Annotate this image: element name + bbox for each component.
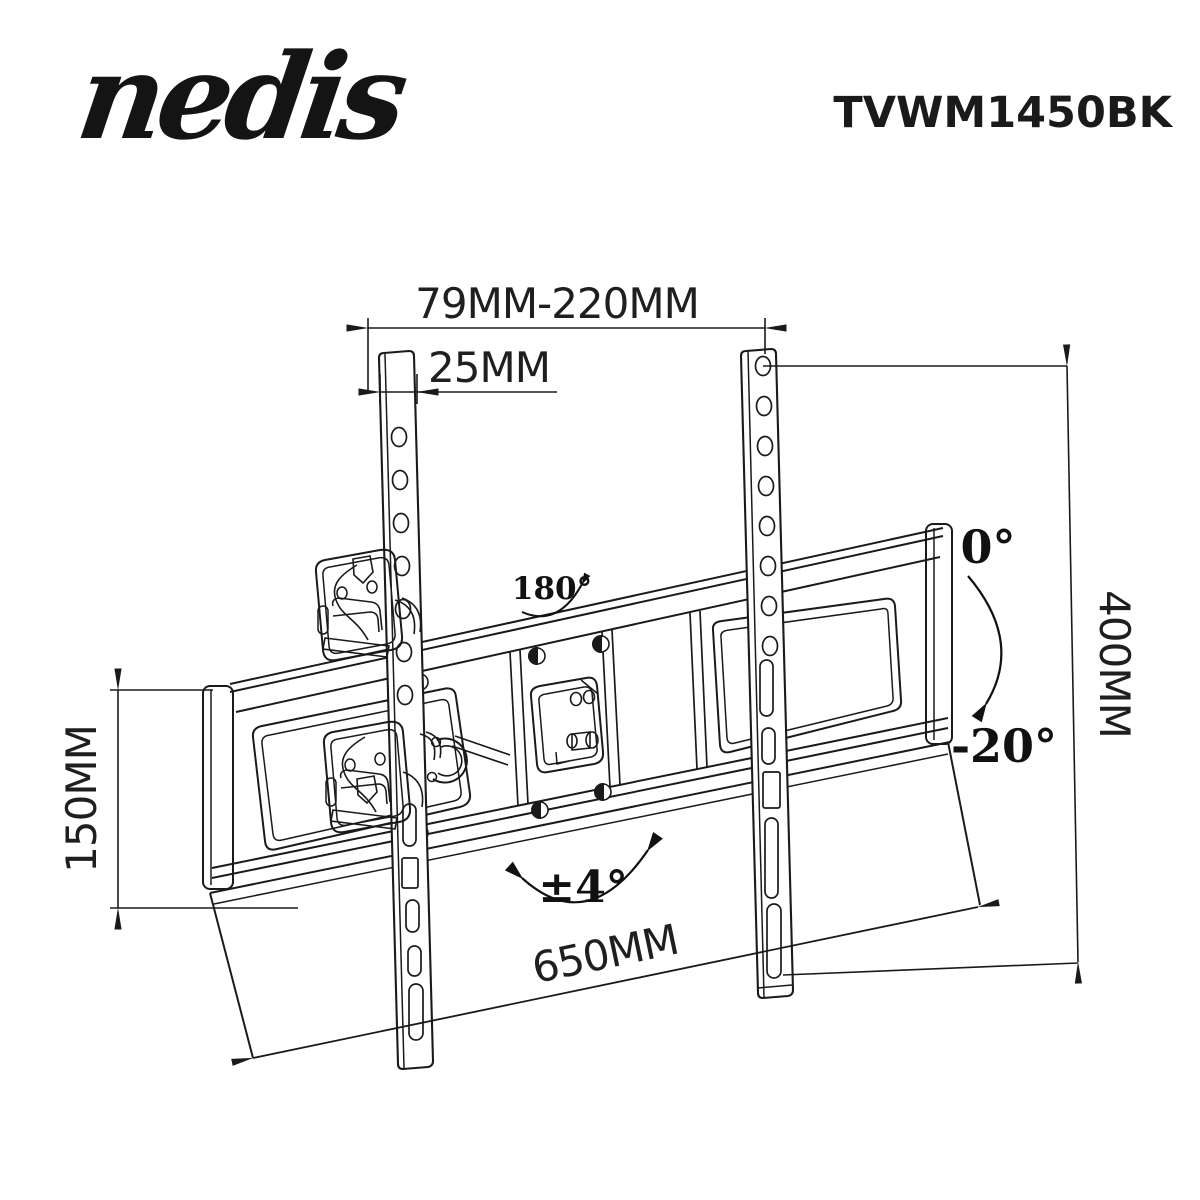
flap-left-edge — [209, 892, 254, 1059]
dim-wall-profile-label: 25MM — [428, 343, 550, 392]
right-tv-rail — [739, 347, 795, 1000]
annotation-level-angle: ±4° — [504, 831, 663, 913]
tilt-arc — [967, 575, 1003, 723]
tilt-up-label: 0° — [960, 520, 1015, 574]
swivel-arc — [521, 572, 591, 618]
wall-plate — [202, 523, 953, 890]
dim-extension-range-label: 79MM-220MM — [415, 279, 699, 328]
tilt-down-label: -20° — [951, 719, 1057, 773]
hinge-strap — [341, 736, 377, 813]
plate-right-cutout-inner — [720, 607, 894, 745]
plate-left-cap — [202, 685, 234, 890]
brand-logo: nedis — [70, 28, 414, 166]
hinge-strap — [333, 564, 369, 641]
upper-tilt-hinge — [314, 548, 422, 662]
hinge-lock-tab — [356, 775, 378, 805]
right-rail-flange — [747, 350, 765, 998]
hinge-slot — [325, 777, 337, 807]
dimension-bracket-width: 650MM — [231, 899, 1000, 1066]
dim-bracket-height-label: 400MM — [1090, 590, 1139, 738]
flap-top-edge — [209, 741, 951, 894]
dimension-plate-height: 150MM — [57, 668, 298, 930]
dimension-extension-range: 79MM-220MM — [346, 279, 787, 394]
cable-clip — [426, 736, 468, 784]
product-code: TVWM1450BK — [833, 88, 1173, 138]
plate-top-band-bottom — [235, 556, 941, 713]
hinge-slot — [317, 605, 329, 635]
lower-tilt-hinge — [322, 720, 442, 834]
left-tv-rail — [377, 349, 435, 1071]
annotation-swivel-angle: 180° — [512, 571, 592, 618]
plate-left-cutout — [251, 687, 472, 851]
plate-left-cutout-inner — [261, 698, 462, 842]
annotation-tilt-angles: 0° -20° — [951, 520, 1057, 773]
dim-bracket-width-label: 650MM — [528, 915, 683, 993]
dimension-wall-profile: 25MM — [358, 343, 557, 404]
right-rail-holes — [754, 355, 782, 979]
plate-bottom-band-inner — [211, 727, 949, 879]
level-adjust-arc — [504, 831, 663, 904]
hinge-lock-tab — [352, 555, 374, 585]
plate-center-posts — [451, 610, 708, 807]
dimension-bracket-height: 400MM — [763, 344, 1139, 984]
center-spacer-bracket — [529, 676, 605, 774]
flap-fold-line — [213, 753, 949, 905]
dim-plate-height-label: 150MM — [57, 725, 106, 873]
plate-right-cutout — [711, 597, 903, 754]
flap-right-edge — [947, 741, 981, 906]
plate-bottom-band-top — [211, 717, 949, 869]
brand-logo-text: nedis — [70, 28, 414, 166]
plate-top-edge-inner — [229, 535, 944, 693]
